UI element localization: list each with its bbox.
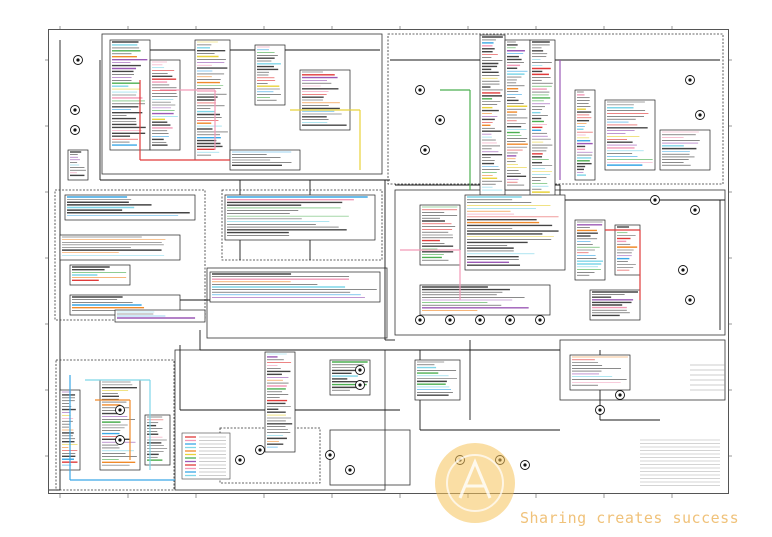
component-symbol (448, 318, 452, 322)
component-symbol (688, 78, 692, 82)
component-symbol (508, 318, 512, 322)
component-symbol (653, 198, 657, 202)
component-symbol (538, 318, 542, 322)
component-symbol (438, 118, 442, 122)
watermark-text: Sharing creates success (520, 509, 740, 527)
component-symbol (698, 113, 702, 117)
component-symbol (423, 148, 427, 152)
component-symbol (478, 318, 482, 322)
connector-block (464, 194, 566, 271)
zone-box (101, 33, 383, 175)
component-symbol (358, 383, 362, 387)
connector-block (529, 39, 556, 201)
component-symbol (618, 393, 622, 397)
sheet-border (48, 29, 729, 494)
connector-block (569, 354, 631, 391)
component-symbol (348, 468, 352, 472)
component-symbol (523, 463, 527, 467)
component-symbol (118, 438, 122, 442)
component-symbol (238, 458, 242, 462)
component-symbol (328, 453, 332, 457)
connector-block (414, 359, 461, 401)
watermark-logo (435, 443, 515, 523)
zone-box (387, 33, 724, 185)
component-symbol (258, 448, 262, 452)
connector-block (604, 99, 656, 171)
component-symbol (358, 368, 362, 372)
zone-box (55, 359, 175, 491)
component-symbol (681, 268, 685, 272)
component-symbol (693, 208, 697, 212)
component-symbol (418, 318, 422, 322)
component-symbol (73, 108, 77, 112)
zone-box (206, 267, 388, 339)
connector-block (659, 129, 711, 171)
component-symbol (418, 88, 422, 92)
connector-block (329, 359, 371, 396)
component-symbol (598, 408, 602, 412)
zone-box (221, 189, 383, 261)
component-symbol (73, 128, 77, 132)
component-symbol (688, 298, 692, 302)
component-symbol (76, 58, 80, 62)
component-symbol (118, 408, 122, 412)
